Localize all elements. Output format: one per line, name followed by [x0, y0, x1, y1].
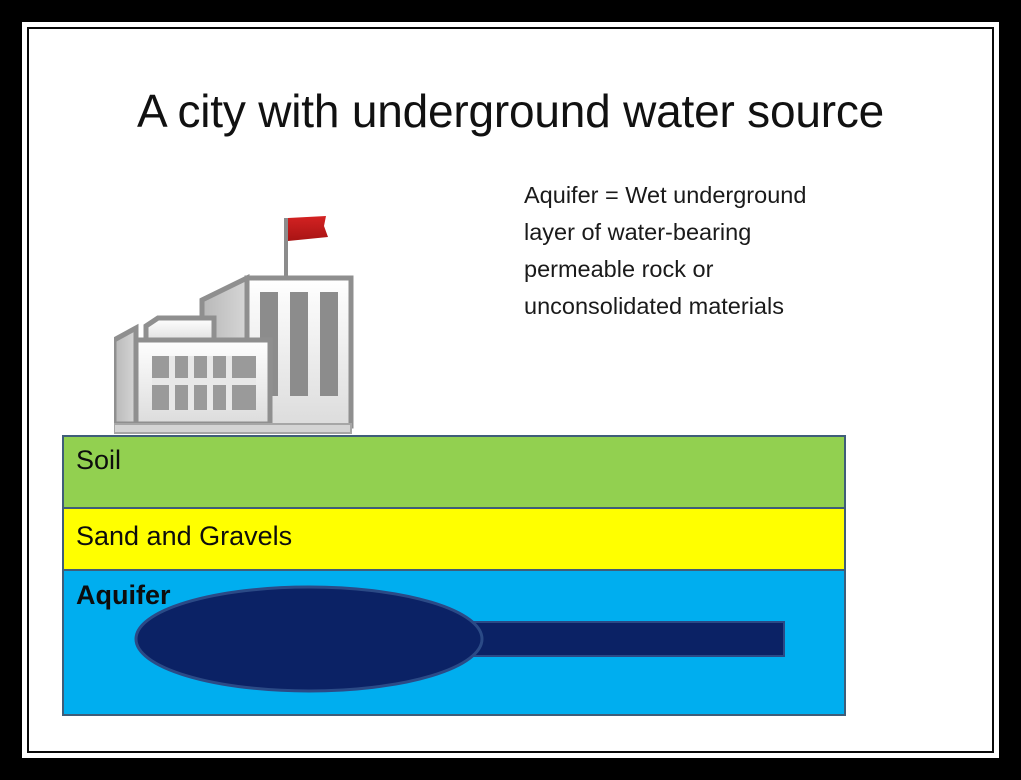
- ground-layer-aquifer: Aquifer: [62, 569, 846, 716]
- building-base: [114, 423, 352, 434]
- definition-line-2: layer of water-bearing: [524, 219, 752, 245]
- building-left-wing: [114, 323, 139, 427]
- city-buildings-illustration: [114, 204, 474, 439]
- tower-window-3: [320, 292, 338, 396]
- tower-window-2: [290, 292, 308, 396]
- slide-canvas: A city with underground water source Aqu…: [29, 29, 992, 751]
- ground-layer-soil-label: Soil: [76, 445, 122, 475]
- definition-line-4: unconsolidated materials: [524, 293, 784, 319]
- page-title: A city with underground water source: [136, 85, 885, 137]
- ground-layer-aquifer-label: Aquifer: [76, 580, 171, 610]
- ground-layer-soil: Soil: [62, 435, 846, 509]
- flag-icon: [284, 216, 328, 280]
- definition-line-3: permeable rock or: [524, 256, 714, 282]
- underground-water-reservoir: [64, 571, 844, 714]
- ground-layer-sand: Sand and Gravels: [62, 507, 846, 571]
- aquifer-definition-text: Aquifer = Wet underground layer of water…: [524, 177, 904, 325]
- building-main-front: [133, 337, 273, 427]
- definition-line-1: Aquifer = Wet underground: [524, 182, 807, 208]
- ground-layer-sand-label: Sand and Gravels: [76, 521, 293, 551]
